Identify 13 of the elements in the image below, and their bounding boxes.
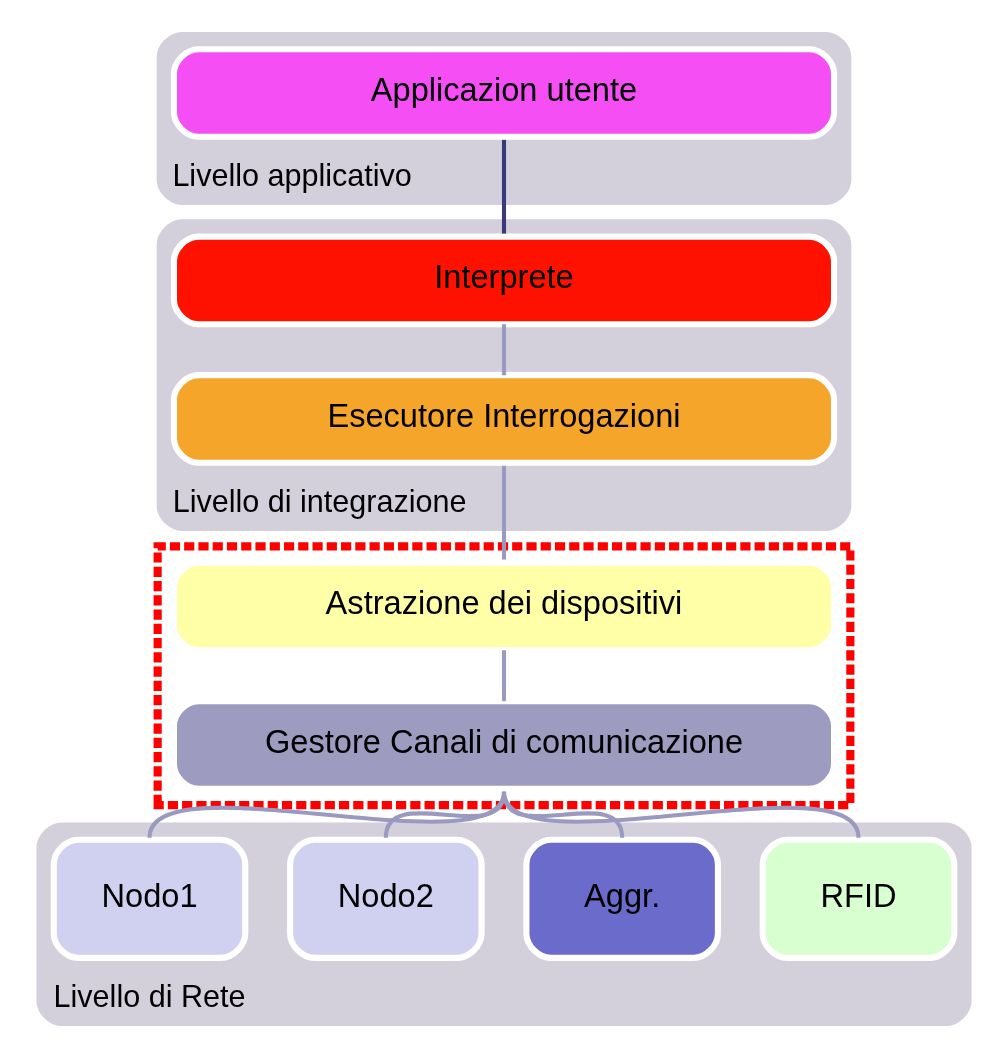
node-box: Aggr. bbox=[522, 836, 721, 961]
node-box: Interprete bbox=[170, 233, 837, 328]
node-box: Nodo1 bbox=[50, 836, 248, 961]
node-box: Applicazion utente bbox=[170, 46, 837, 140]
connector bbox=[501, 324, 506, 376]
connector bbox=[501, 465, 506, 560]
node-box: Esecutore Interrogazioni bbox=[170, 372, 837, 466]
cluster bbox=[153, 542, 854, 810]
node-box: RFID bbox=[759, 836, 957, 961]
connector bbox=[501, 791, 860, 839]
node-box: Nodo2 bbox=[286, 836, 485, 961]
connector bbox=[501, 650, 506, 702]
connector bbox=[501, 139, 506, 234]
